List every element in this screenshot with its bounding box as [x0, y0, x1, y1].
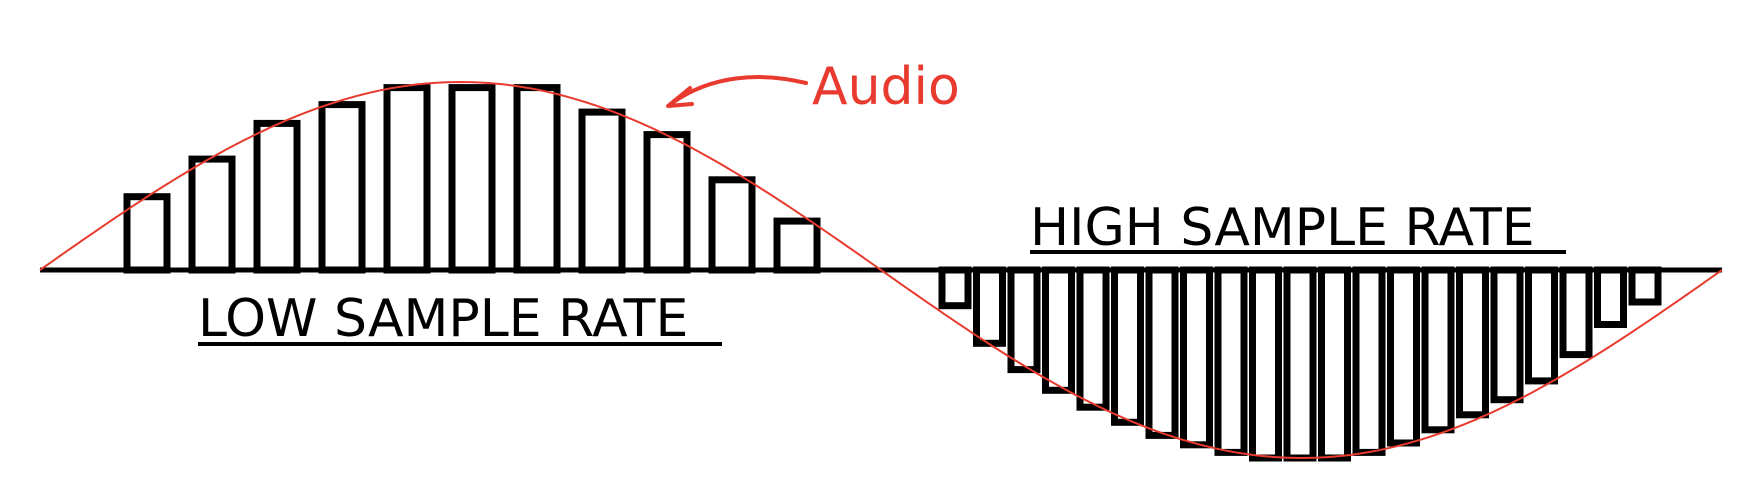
high-rate-sample-bar	[1180, 266, 1213, 449]
low-rate-sample-bar	[188, 155, 236, 274]
high-rate-sample-bar	[1042, 266, 1075, 394]
high-rate-sample-bar	[1145, 266, 1179, 439]
high-rate-sample-bar	[1559, 266, 1593, 359]
high-rate-sample-bar	[1318, 266, 1351, 462]
high-rate-sample-bar	[1283, 266, 1317, 462]
low-rate-bars	[123, 84, 821, 274]
low-rate-sample-bar	[123, 193, 171, 274]
high-rate-sample-bar	[1594, 266, 1627, 328]
low-rate-sample-bar	[513, 84, 561, 274]
high-rate-sample-bar	[1076, 266, 1110, 411]
high-sample-rate-label: HIGH SAMPLE RATE	[1030, 198, 1535, 258]
low-sample-rate-label: LOW SAMPLE RATE	[198, 289, 688, 349]
high-rate-sample-bar	[1421, 266, 1455, 434]
high-rate-sample-bar	[1111, 266, 1144, 426]
high-rate-sample-bar	[1007, 266, 1041, 374]
audio-waveform	[39, 80, 1723, 460]
high-rate-sample-bar	[1628, 266, 1662, 306]
low-rate-sample-bar	[253, 119, 301, 274]
low-rate-sample-bar	[448, 84, 496, 274]
audio-label: Audio	[812, 57, 960, 117]
low-rate-sample-bar	[383, 84, 431, 274]
audio-pointer-arrow	[670, 75, 808, 105]
low-rate-sample-bar	[643, 131, 691, 274]
low-rate-sample-bar	[773, 217, 821, 274]
high-rate-bars	[938, 266, 1662, 462]
low-rate-sample-bar	[318, 101, 366, 274]
high-rate-sample-bar	[1214, 266, 1248, 456]
high-rate-sample-bar	[1387, 266, 1420, 447]
low-rate-sample-bar	[578, 108, 626, 274]
low-rate-sample-bar	[708, 176, 756, 274]
high-rate-sample-bar	[973, 266, 1006, 347]
high-rate-sample-bar	[1456, 266, 1489, 419]
high-rate-sample-bar	[1525, 266, 1558, 385]
arrowhead-icon	[666, 86, 694, 108]
high-rate-sample-bar	[1352, 266, 1386, 456]
high-rate-sample-bar	[1249, 266, 1282, 462]
high-rate-sample-bar	[938, 266, 972, 310]
high-rate-sample-bar	[1490, 266, 1524, 404]
